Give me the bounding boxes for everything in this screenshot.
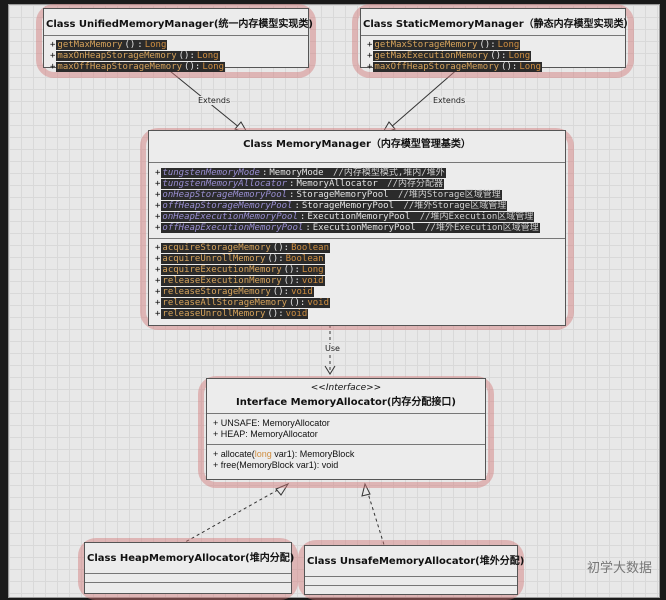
use-label: Use [324, 344, 341, 353]
allocator-methods: + allocate(long var1): MemoryBlock + fre… [213, 449, 355, 470]
interface-stereotype: <<Interface>> [310, 383, 382, 393]
unified-halo [36, 4, 316, 78]
extends-line-right [389, 66, 461, 129]
static-methods: +getMaxStorageMemory():Long +getMaxExecu… [367, 40, 542, 72]
realize-arrow-right [361, 482, 371, 497]
static-memory-manager-class[interactable]: Class StaticMemoryManager（静态内存模型实现类） +ge… [360, 8, 634, 72]
realize-line-left [179, 486, 284, 546]
heap-memory-allocator-class[interactable]: Class HeapMemoryAllocator(堆内分配) [84, 542, 295, 594]
allocator-fields: + UNSAFE: MemoryAllocator + HEAP: Memory… [213, 418, 330, 439]
realize-arrow-left [275, 482, 290, 496]
allocator-title: Interface MemoryAllocator(内存分配接口) [236, 397, 456, 408]
static-halo [352, 4, 634, 78]
realize-line-right [366, 489, 386, 549]
use-arrow [324, 365, 336, 375]
extends-label-left: Extends [197, 96, 232, 105]
manager-methods: +acquireStorageMemory():Boolean +acquire… [155, 243, 330, 319]
unsafe-class-title: Class UnsafeMemoryAllocator(堆外分配) [307, 556, 525, 567]
unsafe-memory-allocator-class[interactable]: Class UnsafeMemoryAllocator(堆外分配) [304, 545, 525, 595]
manager-fields: +tungstenMemoryMode:MemoryMode //内存模型模式,… [155, 168, 540, 233]
memory-allocator-interface[interactable]: <<Interface>> Interface MemoryAllocator(… [206, 378, 486, 480]
manager-class-title: Class MemoryManager（内存模型管理基类） [243, 139, 471, 150]
extends-label-right: Extends [432, 96, 467, 105]
heap-halo [78, 538, 298, 600]
unified-memory-manager-class[interactable]: Class UnifiedMemoryManager(统一内存模型实现类) +g… [43, 8, 313, 72]
memory-manager-class[interactable]: Class MemoryManager（内存模型管理基类） +tungstenM… [148, 130, 566, 326]
heap-class-title: Class HeapMemoryAllocator(堆内分配) [87, 553, 295, 564]
watermark: 初学大数据 [586, 561, 652, 576]
static-class-title: Class StaticMemoryManager（静态内存模型实现类） [363, 19, 634, 30]
unsafe-halo [298, 540, 524, 600]
unified-class-title: Class UnifiedMemoryManager(统一内存模型实现类) [46, 19, 313, 30]
unified-methods: +getMaxMemory():Long +maxOnHeapStorageMe… [50, 40, 225, 72]
